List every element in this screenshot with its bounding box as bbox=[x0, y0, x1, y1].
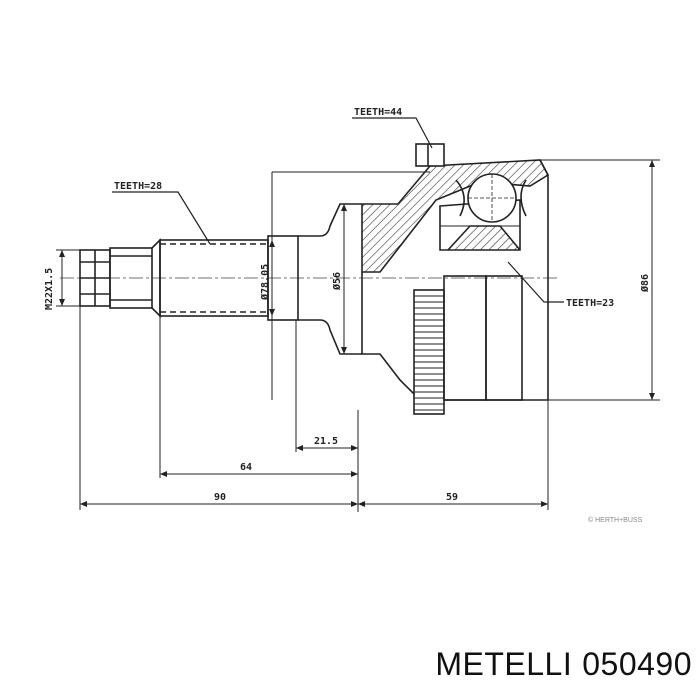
dia-78-label: Ø78.05 bbox=[259, 264, 271, 301]
dim-59-label: 59 bbox=[446, 492, 458, 503]
spline-shaft bbox=[159, 203, 362, 355]
teeth-28-label: TEETH=28 bbox=[114, 181, 162, 192]
thread-label: M22X1.5 bbox=[44, 268, 55, 310]
teeth-23-label: TEETH=23 bbox=[566, 298, 614, 309]
dia-56-label: Ø56 bbox=[331, 272, 343, 291]
abs-ring-teeth bbox=[414, 295, 444, 411]
part-number: 050490 bbox=[582, 646, 692, 682]
brand-name: METELLI bbox=[435, 646, 573, 682]
dim-90-label: 90 bbox=[214, 492, 226, 503]
dimension-lines bbox=[56, 159, 660, 512]
watermark: © HERTH+BUSS bbox=[588, 516, 643, 524]
leader-lines bbox=[112, 117, 564, 303]
dim-64-label: 64 bbox=[240, 462, 252, 473]
dia-86-label: Ø86 bbox=[639, 274, 651, 293]
dim-21-5-label: 21.5 bbox=[314, 436, 338, 447]
joint-housing bbox=[361, 143, 550, 415]
teeth-44-label: TEETH=44 bbox=[354, 107, 402, 118]
